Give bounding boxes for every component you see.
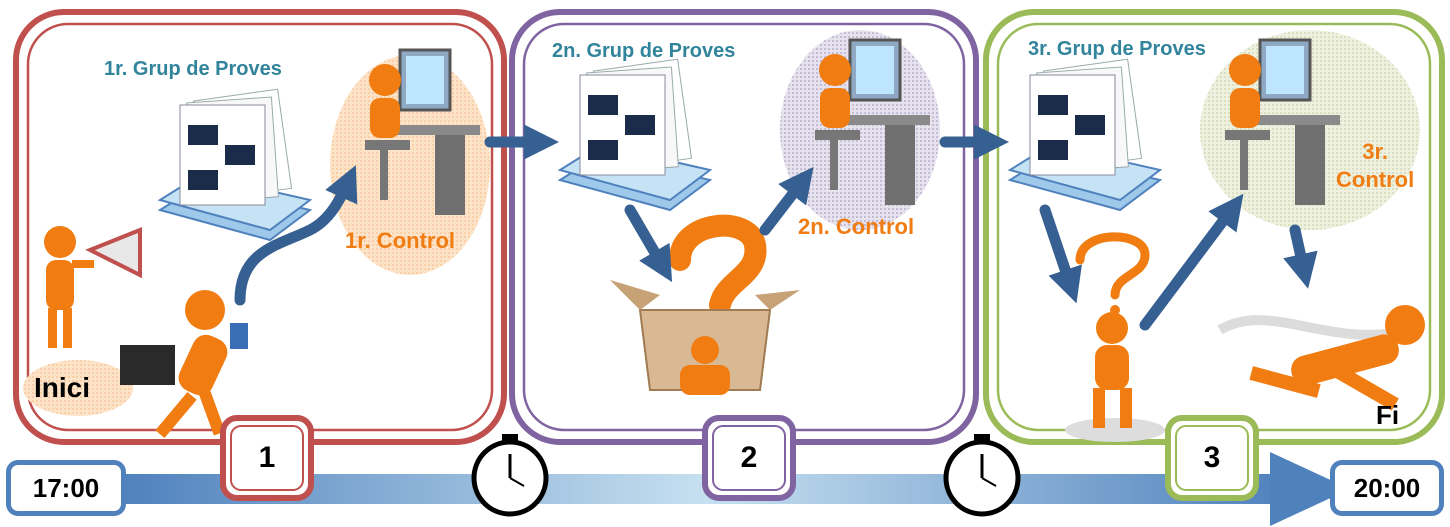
flow-arrows bbox=[234, 124, 1318, 331]
group-label-3: 3r. Grup de Proves bbox=[1028, 38, 1206, 60]
documents-icon bbox=[157, 88, 313, 242]
runner-figure-icon bbox=[120, 290, 248, 439]
megaphone-figure-icon bbox=[44, 226, 142, 348]
group-label-2: 2n. Grup de Proves bbox=[552, 40, 736, 62]
documents-icon bbox=[1007, 58, 1163, 212]
step-2-frame bbox=[702, 415, 796, 501]
step-number-2: 2 bbox=[740, 441, 758, 474]
start-label: Inici bbox=[34, 372, 91, 403]
control-label-3: 3r. Control bbox=[1336, 139, 1415, 192]
thinking-figure-icon bbox=[1065, 232, 1165, 442]
end-label: Fi bbox=[1376, 400, 1400, 430]
control-label-2: 2n. Control bbox=[798, 214, 915, 239]
documents-icon bbox=[557, 58, 713, 212]
start-time-box: 17:00 bbox=[6, 460, 126, 516]
step-number-3: 3 bbox=[1203, 441, 1221, 474]
computer-desk-figure-icon bbox=[365, 48, 480, 215]
step-1-frame bbox=[220, 415, 314, 501]
computer-desk-figure-icon bbox=[815, 38, 930, 205]
step-3-frame bbox=[1165, 415, 1259, 501]
stopwatch-icon bbox=[471, 434, 549, 517]
end-time-box: 20:00 bbox=[1330, 460, 1444, 516]
control-label-1: 1r. Control bbox=[345, 228, 456, 253]
start-ellipse bbox=[23, 360, 133, 416]
end-time: 20:00 bbox=[1353, 472, 1421, 503]
step-number-1: 1 bbox=[258, 441, 276, 474]
group-label-1: 1r. Grup de Proves bbox=[104, 58, 282, 80]
finish-line-figure-icon bbox=[1217, 305, 1425, 411]
question-box-figure-icon bbox=[610, 214, 800, 395]
computer-desk-figure-icon bbox=[1225, 38, 1340, 205]
stopwatch-icon bbox=[943, 434, 1021, 517]
start-time: 17:00 bbox=[32, 472, 100, 503]
